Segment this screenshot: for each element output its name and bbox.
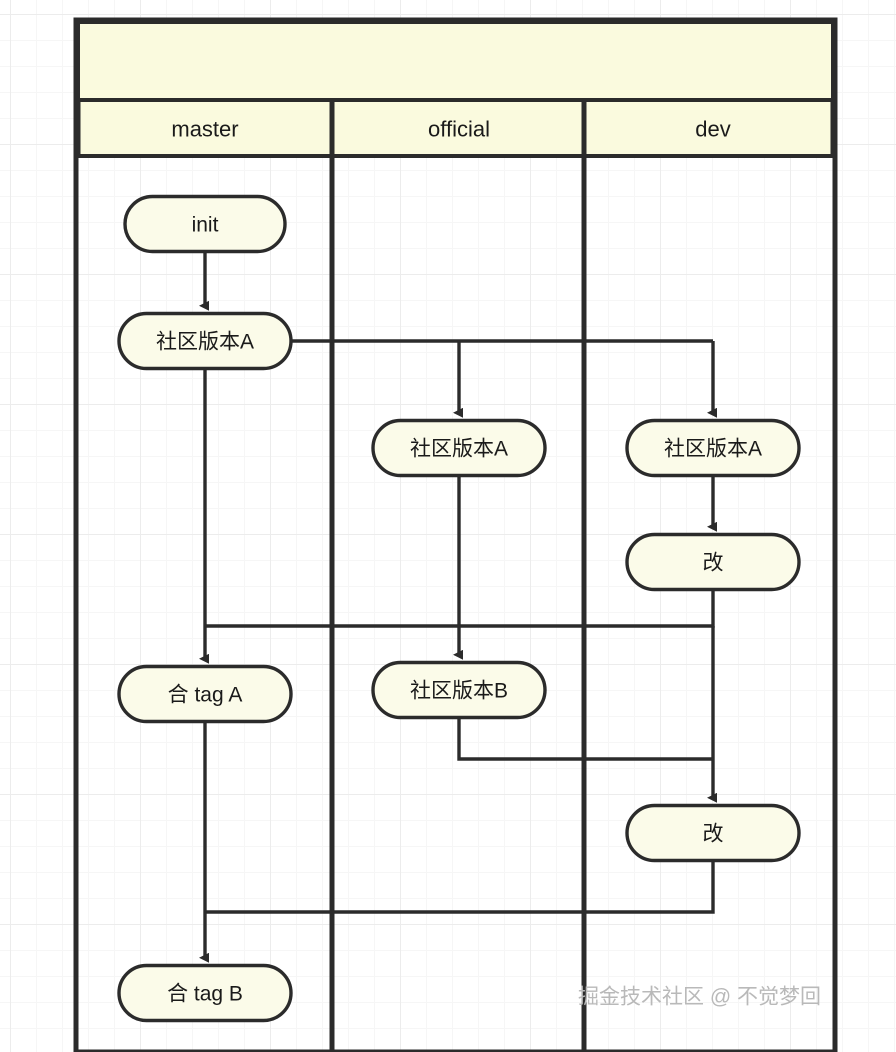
node-community-a-master-label: 社区版本A	[156, 331, 254, 354]
node-community-a-official-label: 社区版本A	[410, 438, 508, 461]
lane-dividers	[329, 100, 587, 1052]
node-community-b-official[interactable]: 社区版本B	[371, 660, 547, 720]
node-change-2-dev-label: 改	[703, 823, 724, 846]
node-community-b-official-shape[interactable]	[371, 660, 547, 720]
node-community-a-master-shape[interactable]	[117, 311, 293, 371]
node-community-b-official-label: 社区版本B	[410, 680, 508, 703]
lane-header-dev: dev	[695, 117, 730, 142]
node-merge-tag-b-shape[interactable]	[117, 963, 293, 1023]
node-community-a-official-shape[interactable]	[371, 418, 547, 478]
edge-community-b-to-change-2	[457, 718, 713, 761]
node-community-a-dev-label: 社区版本A	[664, 438, 762, 461]
node-community-a-dev-shape[interactable]	[625, 418, 801, 478]
node-change-2-dev-shape[interactable]	[625, 803, 801, 863]
node-change-1-dev-label: 改	[703, 552, 724, 575]
watermark: 掘金技术社区 @ 不觉梦回	[578, 986, 821, 1009]
node-change-2-dev[interactable]: 改	[625, 803, 801, 863]
lane-headers: master official dev	[171, 117, 730, 142]
edges	[199, 252, 717, 963]
node-merge-tag-b-label: 合 tag B	[167, 983, 243, 1006]
node-merge-tag-b[interactable]: 合 tag B	[117, 963, 293, 1023]
lane-header-master: master	[171, 117, 238, 142]
lane-header-official: official	[428, 117, 490, 142]
edge-change-2-merge-to-master	[205, 861, 715, 914]
node-community-a-official[interactable]: 社区版本A	[371, 418, 547, 478]
node-change-1-dev-shape[interactable]	[625, 532, 801, 592]
node-init-label: init	[192, 214, 219, 237]
node-init-shape[interactable]	[123, 194, 287, 254]
node-community-a-dev[interactable]: 社区版本A	[625, 418, 801, 478]
node-merge-tag-a[interactable]: 合 tag A	[117, 664, 293, 724]
swimlane-frame	[73, 17, 838, 1052]
node-community-a-master[interactable]: 社区版本A	[117, 311, 293, 371]
node-init[interactable]: init	[123, 194, 287, 254]
node-merge-tag-a-label: 合 tag A	[168, 684, 243, 707]
diagram-title-band	[77, 21, 834, 101]
node-merge-tag-a-shape[interactable]	[117, 664, 293, 724]
nodes: init 社区版本A 社区版本A 社区版本A 改 合 tag A	[117, 194, 801, 1023]
lane-header-band	[76, 98, 835, 158]
node-change-1-dev[interactable]: 改	[625, 532, 801, 592]
